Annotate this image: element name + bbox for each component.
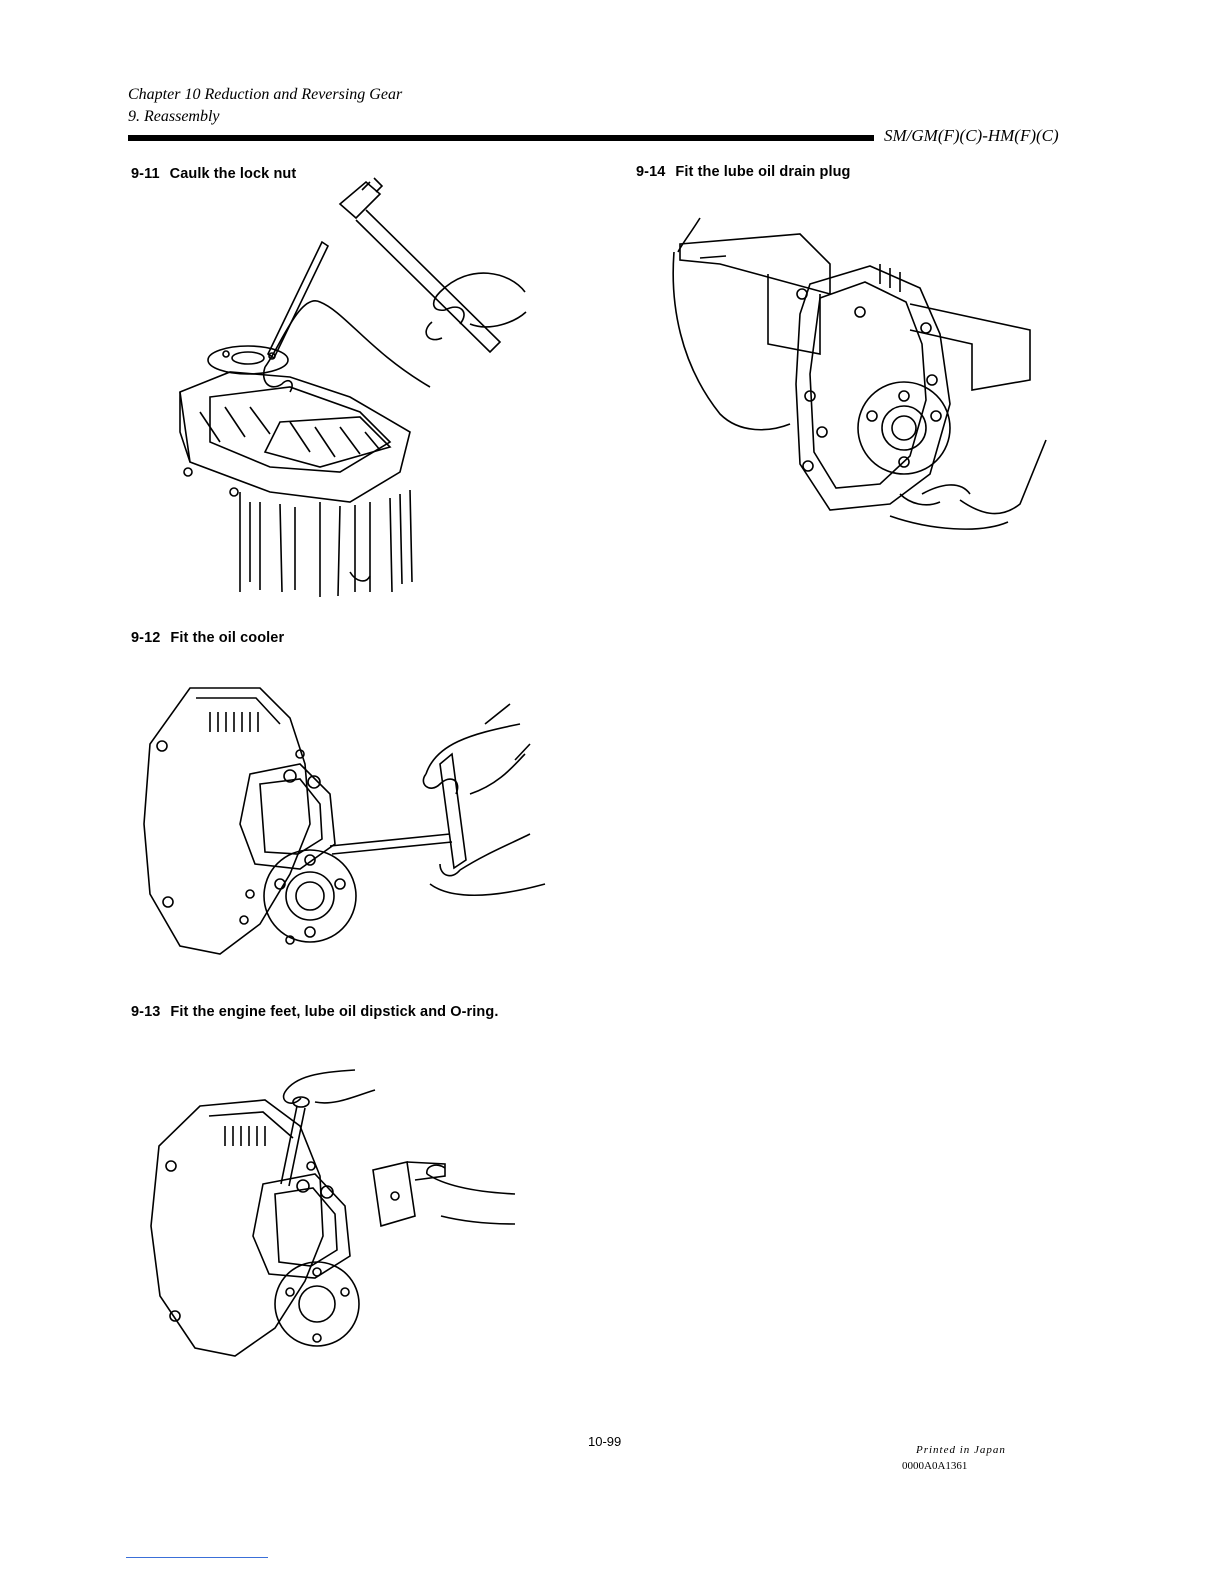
step-text: Fit the engine feet, lube oil dipstick a… [170, 1004, 498, 1020]
page-number: 10-99 [588, 1434, 621, 1449]
figure-caulk-lock-nut [170, 172, 530, 602]
section-title: 9. Reassembly [128, 108, 220, 126]
header-rule [128, 135, 874, 141]
step-number: 9-12 [131, 630, 160, 646]
step-text: Fit the oil cooler [170, 630, 284, 646]
step-caption: 9-12 Fit the oil cooler [131, 630, 284, 646]
figure-engine-feet-dipstick [145, 1066, 525, 1366]
document-code: 0000A0A1361 [902, 1460, 967, 1472]
printed-in-japan: Printed in Japan [916, 1444, 1006, 1456]
figure-lube-oil-drain-plug [660, 204, 1060, 544]
step-number: 9-11 [131, 166, 160, 182]
step-caption: 9-13 Fit the engine feet, lube oil dipsti… [131, 1004, 498, 1020]
step-number: 9-13 [131, 1004, 160, 1020]
step-number: 9-14 [636, 164, 665, 180]
chapter-title: Chapter 10 Reduction and Reversing Gear [128, 86, 402, 104]
model-designation: SM/GM(F)(C)-HM(F)(C) [884, 126, 1059, 146]
step-caption: 9-14 Fit the lube oil drain plug [636, 164, 851, 180]
footnote-rule [126, 1557, 268, 1558]
figure-oil-cooler [140, 684, 560, 964]
step-text: Fit the lube oil drain plug [675, 164, 850, 180]
